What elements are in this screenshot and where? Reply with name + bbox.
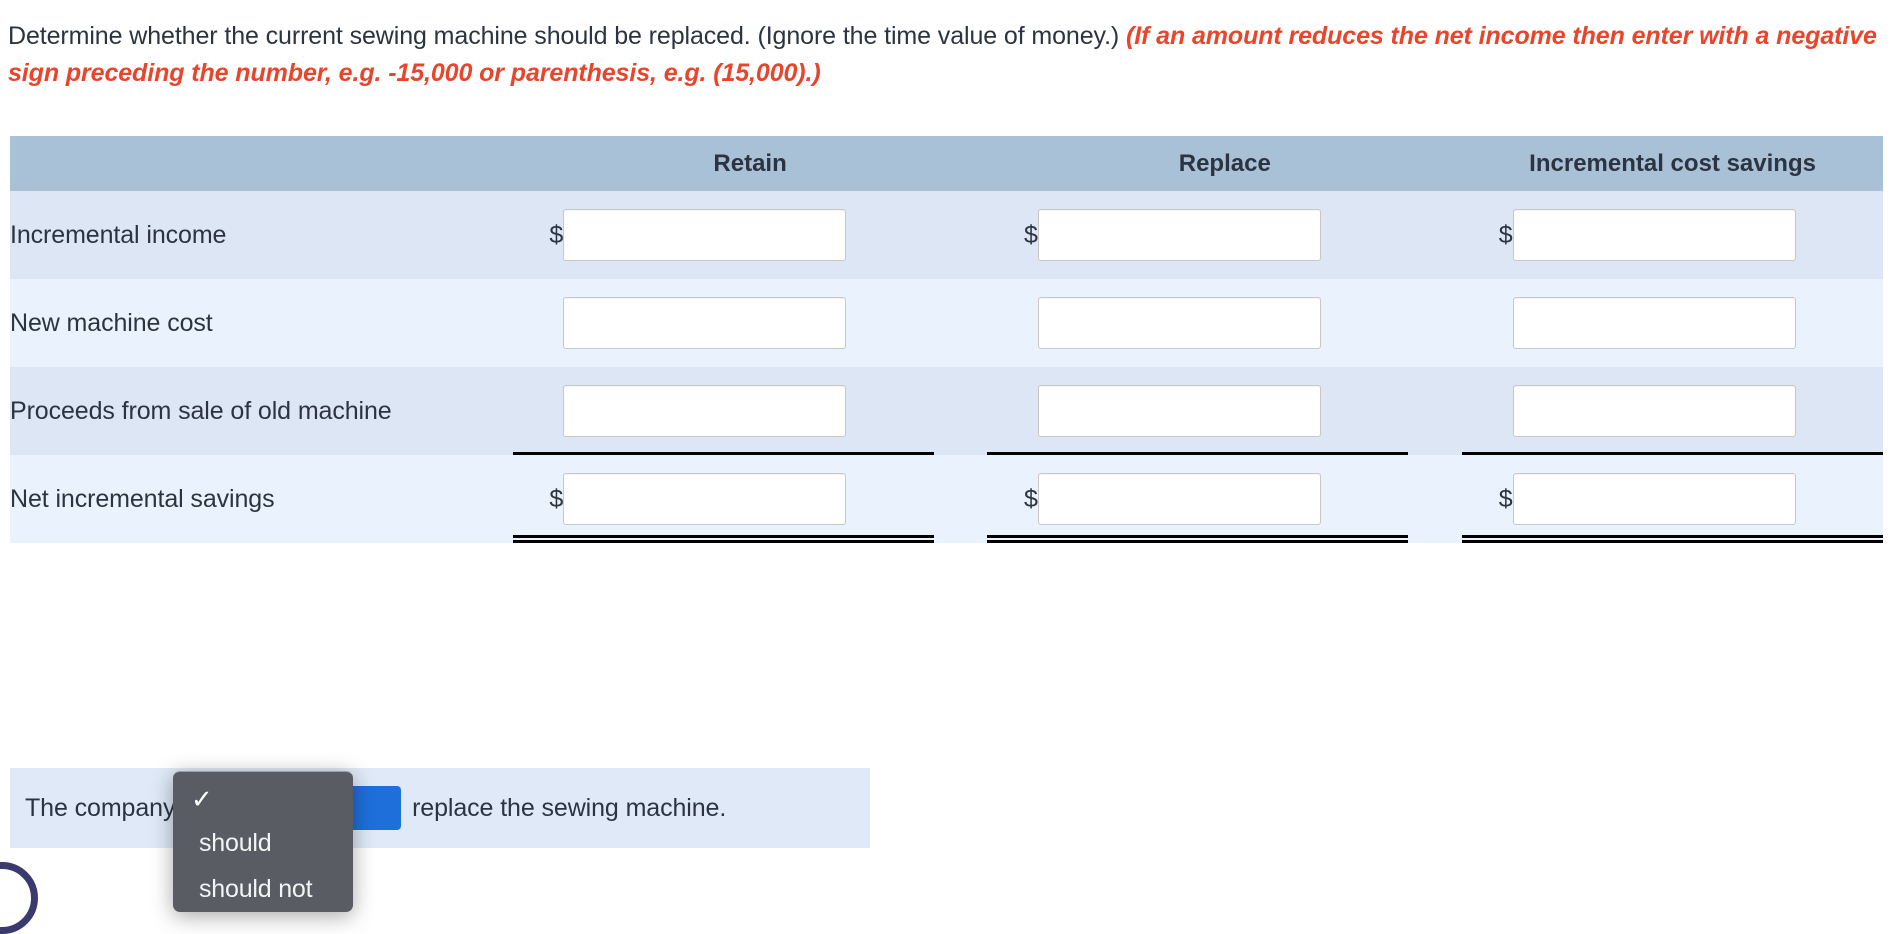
table-row: Incremental income $ $ $ — [10, 191, 1883, 279]
conclusion-prefix: The company — [25, 793, 183, 822]
input-retain-net-incremental-savings[interactable] — [563, 473, 847, 525]
dollar-sign-retain-row1: $ — [512, 191, 564, 279]
header-incremental-cost-savings: Incremental cost savings — [1462, 136, 1883, 191]
cell-replace-row1 — [1037, 191, 1409, 279]
spacer — [1408, 455, 1463, 543]
dollar-sign-retain-row4: $ — [512, 455, 564, 543]
spacer — [933, 191, 988, 279]
input-replace-proceeds-from-sale[interactable] — [1037, 385, 1321, 437]
dollar-sign-replace-row2 — [987, 279, 1038, 367]
header-retain: Retain — [512, 136, 988, 191]
cell-incremental-row2 — [1512, 279, 1883, 367]
spacer — [1408, 279, 1463, 367]
dropdown-option-should-not[interactable]: should not — [173, 866, 353, 912]
instruction-plain: Determine whether the current sewing mac… — [8, 22, 1127, 50]
row-label-incremental-income: Incremental income — [10, 191, 513, 279]
dollar-sign-retain-row3 — [512, 367, 564, 455]
check-icon: ✓ — [191, 783, 213, 814]
cell-incremental-row1 — [1512, 191, 1883, 279]
dropdown-option-should[interactable]: should — [173, 820, 353, 866]
dollar-sign-retain-row2 — [512, 279, 564, 367]
cell-retain-row1 — [563, 191, 934, 279]
cell-retain-row2 — [563, 279, 934, 367]
dollar-sign-replace-row3 — [987, 367, 1038, 455]
input-replace-incremental-income[interactable] — [1037, 209, 1321, 261]
dollar-sign-replace-row1: $ — [987, 191, 1038, 279]
instruction-text: Determine whether the current sewing mac… — [8, 18, 1878, 92]
header-label-blank — [10, 136, 513, 191]
spacer — [1408, 191, 1463, 279]
row-label-new-machine-cost: New machine cost — [10, 279, 513, 367]
table-header-row: Retain Replace Incremental cost savings — [10, 136, 1883, 191]
spacer — [1408, 367, 1463, 455]
spacer — [933, 455, 988, 543]
input-replace-net-incremental-savings[interactable] — [1037, 473, 1321, 525]
dollar-sign-incremental-row2 — [1462, 279, 1513, 367]
table-row: Proceeds from sale of old machine — [10, 367, 1883, 455]
table-body: Incremental income $ $ $ New machine cos… — [10, 191, 1884, 543]
table-row: New machine cost — [10, 279, 1883, 367]
input-replace-new-machine-cost[interactable] — [1037, 297, 1321, 349]
input-incremental-net-incremental-savings[interactable] — [1512, 473, 1796, 525]
cell-replace-row4 — [1037, 455, 1409, 543]
dollar-sign-replace-row4: $ — [987, 455, 1038, 543]
cell-replace-row2 — [1037, 279, 1409, 367]
table-header: Retain Replace Incremental cost savings — [10, 136, 1883, 191]
input-incremental-proceeds-from-sale[interactable] — [1512, 385, 1796, 437]
dropdown-menu[interactable]: ✓ should should not — [173, 771, 353, 912]
spacer — [933, 367, 988, 455]
input-retain-new-machine-cost[interactable] — [563, 297, 847, 349]
header-replace: Replace — [987, 136, 1463, 191]
row-label-net-incremental-savings: Net incremental savings — [10, 455, 513, 543]
cell-retain-row4 — [563, 455, 934, 543]
dropdown-option-should-label: should — [199, 828, 272, 857]
instruction-hint: (If an amount reduces the net income the… — [8, 22, 1877, 87]
spacer — [933, 279, 988, 367]
dollar-sign-incremental-row4: $ — [1462, 455, 1513, 543]
input-retain-incremental-income[interactable] — [563, 209, 847, 261]
conclusion-statement: The company replace the sewing machine. — [10, 768, 870, 848]
dropdown-option-should-not-label: should not — [199, 874, 313, 903]
cell-replace-row3 — [1037, 367, 1409, 455]
table-row: Net incremental savings $ $ $ — [10, 455, 1884, 543]
dropdown-option-blank[interactable]: ✓ — [173, 778, 353, 820]
row-label-proceeds-from-sale: Proceeds from sale of old machine — [10, 367, 513, 455]
input-incremental-new-machine-cost[interactable] — [1512, 297, 1796, 349]
incremental-analysis-table: Retain Replace Incremental cost savings … — [10, 136, 1884, 543]
partial-circle-badge-icon — [0, 862, 38, 934]
input-retain-proceeds-from-sale[interactable] — [563, 385, 847, 437]
cell-incremental-row3 — [1512, 367, 1883, 455]
cell-incremental-row4 — [1512, 455, 1884, 543]
cell-retain-row3 — [563, 367, 934, 455]
conclusion-suffix: replace the sewing machine. — [405, 793, 727, 822]
input-incremental-incremental-income[interactable] — [1512, 209, 1796, 261]
dollar-sign-incremental-row3 — [1462, 367, 1513, 455]
dollar-sign-incremental-row1: $ — [1462, 191, 1513, 279]
